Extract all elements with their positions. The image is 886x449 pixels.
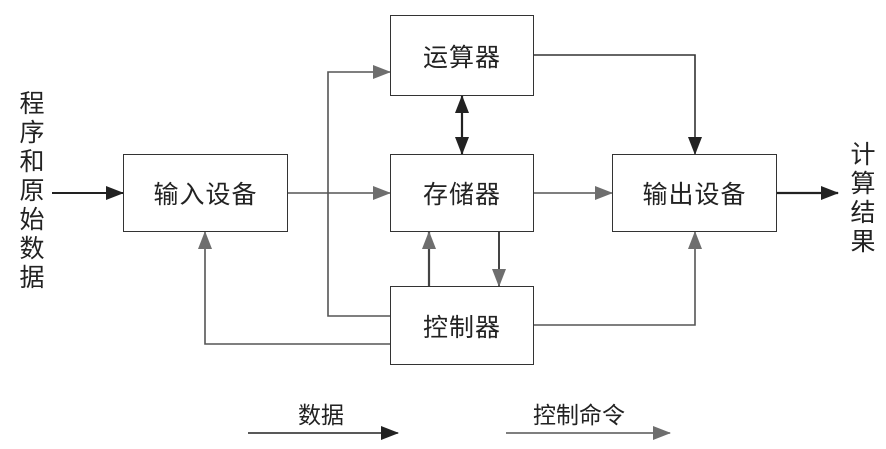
arrow-control-to-input xyxy=(198,231,390,345)
input-char: 据 xyxy=(19,263,45,292)
legend-data-label: 数据 xyxy=(298,403,344,429)
memory-box: 存储器 xyxy=(390,154,534,232)
output-result-label: 计 算 结 果 xyxy=(848,140,878,256)
output-char: 果 xyxy=(850,227,876,256)
arrow-control-to-output xyxy=(534,231,702,326)
legend-control-label: 控制命令 xyxy=(533,403,625,429)
output-char: 结 xyxy=(850,198,876,227)
input-char: 数 xyxy=(19,234,45,263)
controller-box: 控制器 xyxy=(390,286,534,365)
line-control-to-branch xyxy=(327,193,390,317)
output-char: 算 xyxy=(850,169,876,198)
input-char: 原 xyxy=(19,176,45,205)
input-char: 始 xyxy=(19,205,45,234)
arrow-input-to-alu xyxy=(327,65,391,193)
input-program-and-data-label: 程 序 和 原 始 数 据 xyxy=(17,89,47,292)
input-char: 序 xyxy=(19,118,45,147)
alu-box: 运算器 xyxy=(390,15,534,96)
input-char: 程 xyxy=(19,89,45,118)
arrow-alu-to-output xyxy=(534,54,702,155)
output-char: 计 xyxy=(850,140,876,169)
input-device-box: 输入设备 xyxy=(123,154,288,232)
input-char: 和 xyxy=(19,147,45,176)
output-device-box: 输出设备 xyxy=(612,154,777,232)
